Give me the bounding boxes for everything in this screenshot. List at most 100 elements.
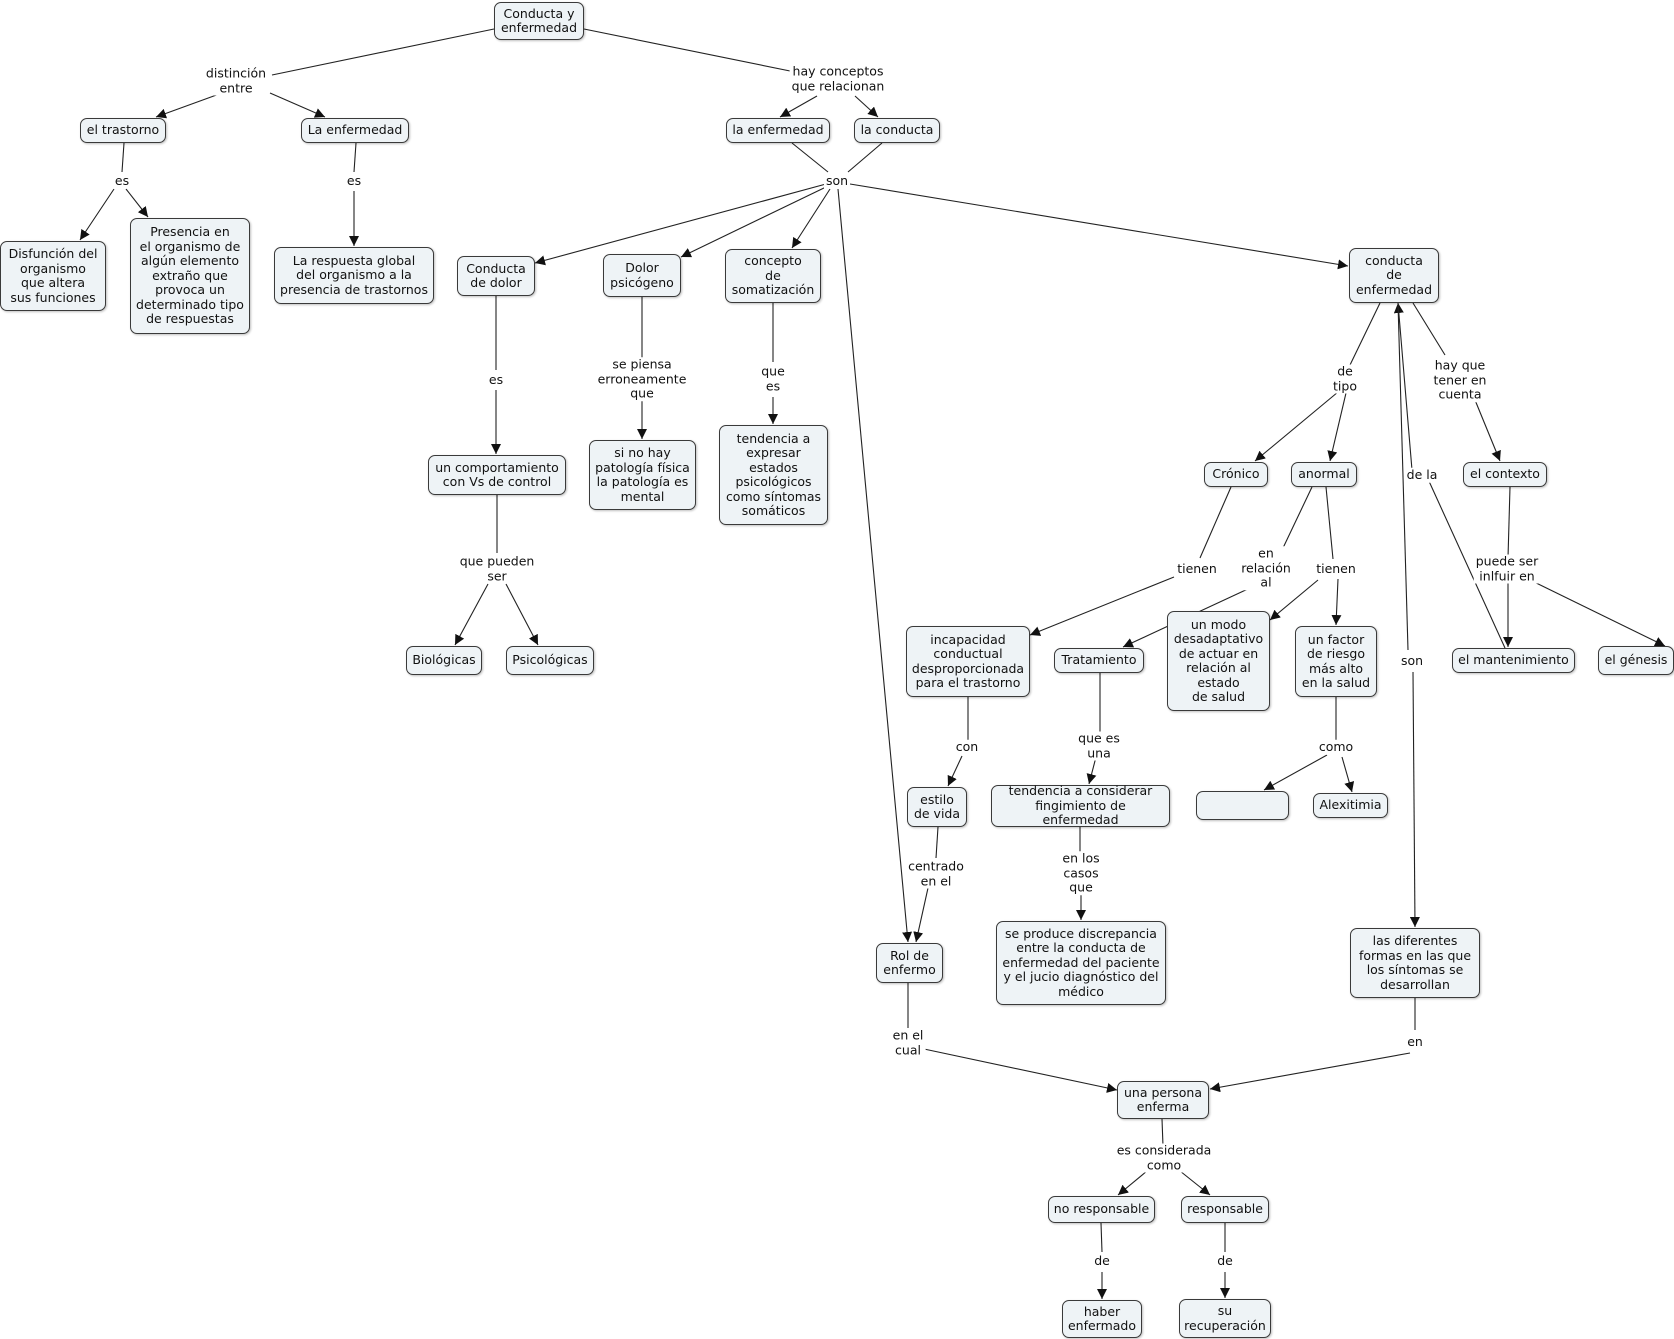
link-hay-que-tener: hay que tener en cuenta bbox=[1431, 357, 1489, 402]
connector-line bbox=[1397, 302, 1409, 651]
node-la-enfermedad-2[interactable]: la enfermedad bbox=[726, 118, 830, 143]
connector-line bbox=[935, 826, 939, 859]
node-haber-enfermado[interactable]: haber enfermado bbox=[1062, 1300, 1142, 1338]
node-anormal[interactable]: anormal bbox=[1291, 462, 1357, 487]
connector-arrow bbox=[779, 95, 818, 118]
link-es-enfermedad: es bbox=[344, 172, 364, 189]
connector-arrow bbox=[923, 1048, 1118, 1093]
connector-arrow bbox=[791, 188, 831, 249]
node-conducta-y-enfermedad[interactable]: Conducta y enfermedad bbox=[494, 2, 584, 40]
link-de-la: de la bbox=[1404, 466, 1440, 483]
node-su-recuperacion[interactable]: su recuperación bbox=[1179, 1299, 1271, 1338]
node-comportamiento[interactable]: un comportamiento con Vs de control bbox=[428, 455, 566, 495]
node-la-depresion[interactable] bbox=[1196, 791, 1289, 820]
connector-arrow bbox=[849, 183, 1349, 270]
connector-line bbox=[1100, 1222, 1103, 1253]
connector-arrow bbox=[534, 183, 827, 266]
connector-line bbox=[1161, 1118, 1164, 1147]
node-el-genesis[interactable]: el génesis bbox=[1598, 646, 1674, 675]
node-la-conducta[interactable]: la conducta bbox=[854, 118, 940, 143]
connector-arrow bbox=[505, 583, 539, 646]
link-como: como bbox=[1316, 738, 1356, 755]
connector-arrow bbox=[1029, 576, 1175, 636]
node-el-mantenimiento[interactable]: el mantenimiento bbox=[1452, 648, 1575, 673]
node-la-enfermedad[interactable]: La enfermedad bbox=[301, 118, 409, 143]
connector-line bbox=[1325, 486, 1334, 560]
node-dolor-psicogeno[interactable]: Dolor psicógeno bbox=[603, 254, 681, 297]
connector-arrow bbox=[1179, 1170, 1211, 1196]
node-incapacidad[interactable]: incapacidad conductual desproporcionada … bbox=[906, 626, 1030, 697]
link-que-pueden-ser: que pueden ser bbox=[457, 553, 537, 584]
node-alexitimia[interactable]: Alexitimia bbox=[1313, 793, 1388, 818]
link-de-haber: de bbox=[1092, 1252, 1112, 1269]
node-tratamiento[interactable]: Tratamiento bbox=[1054, 648, 1144, 673]
node-tendencia-expresar[interactable]: tendencia a expresar estados psicológico… bbox=[719, 425, 828, 525]
connector-arrow bbox=[79, 188, 115, 241]
connector-line bbox=[791, 142, 829, 173]
node-estilo-de-vida[interactable]: estilo de vida bbox=[907, 787, 967, 827]
connector-line bbox=[1199, 486, 1232, 559]
connector-line bbox=[1349, 302, 1381, 366]
link-con: con bbox=[953, 738, 981, 755]
node-no-responsable[interactable]: no responsable bbox=[1048, 1196, 1155, 1223]
node-responsable[interactable]: responsable bbox=[1181, 1196, 1269, 1223]
connector-arrow bbox=[454, 583, 489, 646]
node-modo-desadaptativo[interactable]: un modo desadaptativo de actuar en relac… bbox=[1167, 611, 1270, 711]
link-de-recuperacion: de bbox=[1215, 1252, 1235, 1269]
connector-arrow bbox=[1117, 1170, 1148, 1196]
node-persona-enferma[interactable]: una persona enferma bbox=[1117, 1081, 1209, 1119]
link-que-es: que es bbox=[759, 363, 787, 394]
link-es-considerada: es considerada como bbox=[1114, 1142, 1214, 1173]
connector-arrow bbox=[1393, 302, 1413, 471]
connector-arrow bbox=[1341, 756, 1355, 793]
link-tienen-anormal: tienen bbox=[1314, 560, 1358, 577]
connector-line bbox=[121, 142, 125, 173]
connector-arrow bbox=[680, 186, 827, 258]
node-rol-de-enfermo[interactable]: Rol de enfermo bbox=[876, 943, 943, 983]
connector-line bbox=[1282, 486, 1313, 549]
link-en: en bbox=[1405, 1033, 1425, 1050]
connector-arrow bbox=[1263, 754, 1328, 791]
node-psicologicas[interactable]: Psicológicas bbox=[506, 646, 594, 675]
link-en-relacion: en relación al bbox=[1239, 545, 1293, 590]
connector-arrow bbox=[155, 92, 223, 119]
node-diferentes-formas[interactable]: las diferentes formas en las que los sín… bbox=[1350, 928, 1480, 998]
connector-line bbox=[353, 142, 357, 173]
node-no-patologia[interactable]: si no hay patología física la patología … bbox=[589, 440, 696, 510]
node-concepto-somatizacion[interactable]: concepto de somatización bbox=[725, 249, 821, 303]
node-discrepancia[interactable]: se produce discrepancia entre la conduct… bbox=[996, 921, 1166, 1005]
node-cronico[interactable]: Crónico bbox=[1204, 462, 1268, 487]
node-disfuncion[interactable]: Disfunción del organismo que altera sus … bbox=[0, 241, 106, 311]
connector-line bbox=[583, 28, 796, 73]
link-de-tipo: de tipo bbox=[1331, 363, 1359, 394]
connector-line bbox=[847, 142, 883, 173]
node-conducta-de-enfermedad[interactable]: conducta de enfermedad bbox=[1349, 248, 1439, 303]
connector-line bbox=[1507, 486, 1511, 559]
connector-arrow bbox=[1474, 399, 1501, 462]
link-son: son bbox=[823, 172, 851, 189]
link-puede-ser: puede ser inlfuir en bbox=[1473, 553, 1541, 584]
link-en-el-cual: en el cual bbox=[890, 1027, 926, 1058]
node-conducta-de-dolor[interactable]: Conducta de dolor bbox=[457, 256, 535, 296]
connector-arrow bbox=[837, 188, 913, 943]
link-es-trastorno: es bbox=[112, 172, 132, 189]
node-tendencia-fingimiento[interactable]: tendencia a considerar fingimiento de en… bbox=[991, 784, 1170, 827]
node-biologicas[interactable]: Biológicas bbox=[406, 646, 482, 675]
node-presencia[interactable]: Presencia en el organismo de algún eleme… bbox=[130, 218, 250, 334]
link-en-los-casos: en los casos que bbox=[1060, 850, 1102, 895]
connector-arrow bbox=[125, 188, 149, 218]
link-que-es-una: que es una bbox=[1076, 730, 1122, 761]
node-el-trastorno[interactable]: el trastorno bbox=[80, 118, 166, 143]
node-respuesta-global[interactable]: La respuesta global del organismo a la p… bbox=[274, 247, 434, 304]
node-factor-riesgo[interactable]: un factor de riesgo más alto en la salud bbox=[1295, 626, 1377, 697]
connector-arrow bbox=[1269, 579, 1319, 621]
node-el-contexto[interactable]: el contexto bbox=[1463, 462, 1547, 487]
link-distincion-entre: distinción entre bbox=[203, 65, 269, 96]
connector-arrow bbox=[1327, 392, 1347, 462]
connector-arrow bbox=[1254, 391, 1339, 462]
link-se-piensa: se piensa erroneamente que bbox=[595, 356, 689, 401]
connector-arrow bbox=[854, 95, 879, 118]
link-son-formas: son bbox=[1398, 652, 1426, 669]
connector-arrow bbox=[913, 887, 929, 943]
link-tienen-cronico: tienen bbox=[1175, 560, 1219, 577]
